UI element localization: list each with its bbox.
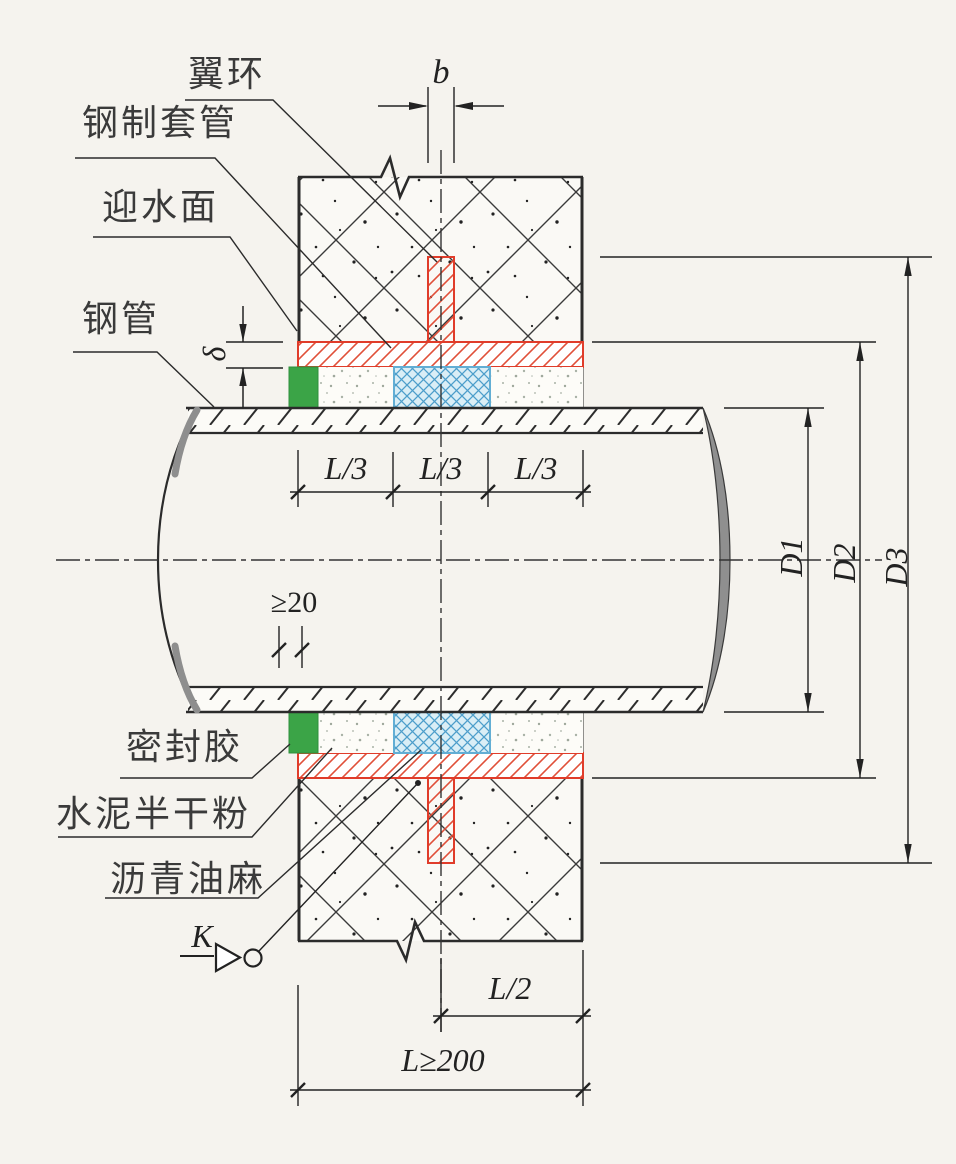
dim-text-delta: δ: [196, 346, 232, 362]
leader-steel-pipe: [73, 351, 215, 408]
leader-cement-powder: [58, 747, 333, 838]
leader-lines: [58, 99, 438, 899]
dim-text-wall-length: L≥200: [401, 1042, 485, 1078]
dim-text-l2: L/2: [488, 970, 532, 1006]
dim-text-b: b: [432, 54, 450, 91]
cement-powder-top: [318, 367, 583, 408]
dim-delta: [226, 306, 283, 408]
dim-text-d1: D1: [773, 537, 809, 577]
leader-water-facing: [93, 236, 298, 332]
dim-d2: [592, 341, 876, 779]
k-view-marker: [180, 780, 421, 973]
dim-l3-row: [290, 450, 591, 507]
dim-d3: [600, 256, 932, 864]
dim-text-d2: D2: [826, 543, 862, 583]
dim-d1: [724, 407, 824, 713]
leader-steel-sleeve: [75, 157, 392, 349]
label-cement-powder: 水泥半干粉: [56, 794, 252, 834]
oakum-block-top: [393, 366, 491, 409]
cement-powder-bottom: [318, 712, 583, 753]
dim-text-d3: D3: [878, 547, 914, 587]
leader-sealant: [120, 743, 291, 779]
label-steel-sleeve: 钢制套管: [82, 103, 239, 143]
label-asphalt-oakum: 沥青油麻: [110, 859, 267, 899]
dim-text-min-gap: ≥20: [270, 586, 318, 619]
steel-pipe-bottom-wall: [186, 685, 703, 714]
label-sealant: 密封胶: [126, 727, 244, 767]
sealant-block-bottom: [288, 711, 319, 754]
dim-text-l3-2: L/3: [419, 450, 463, 486]
dim-text-l3-1: L/3: [324, 450, 368, 486]
label-water-facing-side: 迎水面: [102, 187, 220, 227]
label-steel-pipe: 钢管: [82, 299, 161, 339]
steel-pipe-top-wall: [186, 406, 703, 435]
oakum-block-bottom: [393, 711, 491, 754]
sealant-block-top: [288, 366, 319, 409]
label-wing-ring: 翼环: [188, 54, 267, 94]
leader-wing-ring: [185, 99, 438, 263]
leader-asphalt-oakum: [105, 749, 422, 899]
dim-min-gap: [271, 626, 310, 668]
dim-b: [378, 87, 504, 163]
dim-wall-length: [290, 985, 591, 1106]
dim-text-l3-3: L/3: [514, 450, 558, 486]
pipe-break-right: [702, 407, 731, 713]
dim-text-k: K: [191, 918, 213, 954]
dim-l2: [433, 950, 591, 1106]
